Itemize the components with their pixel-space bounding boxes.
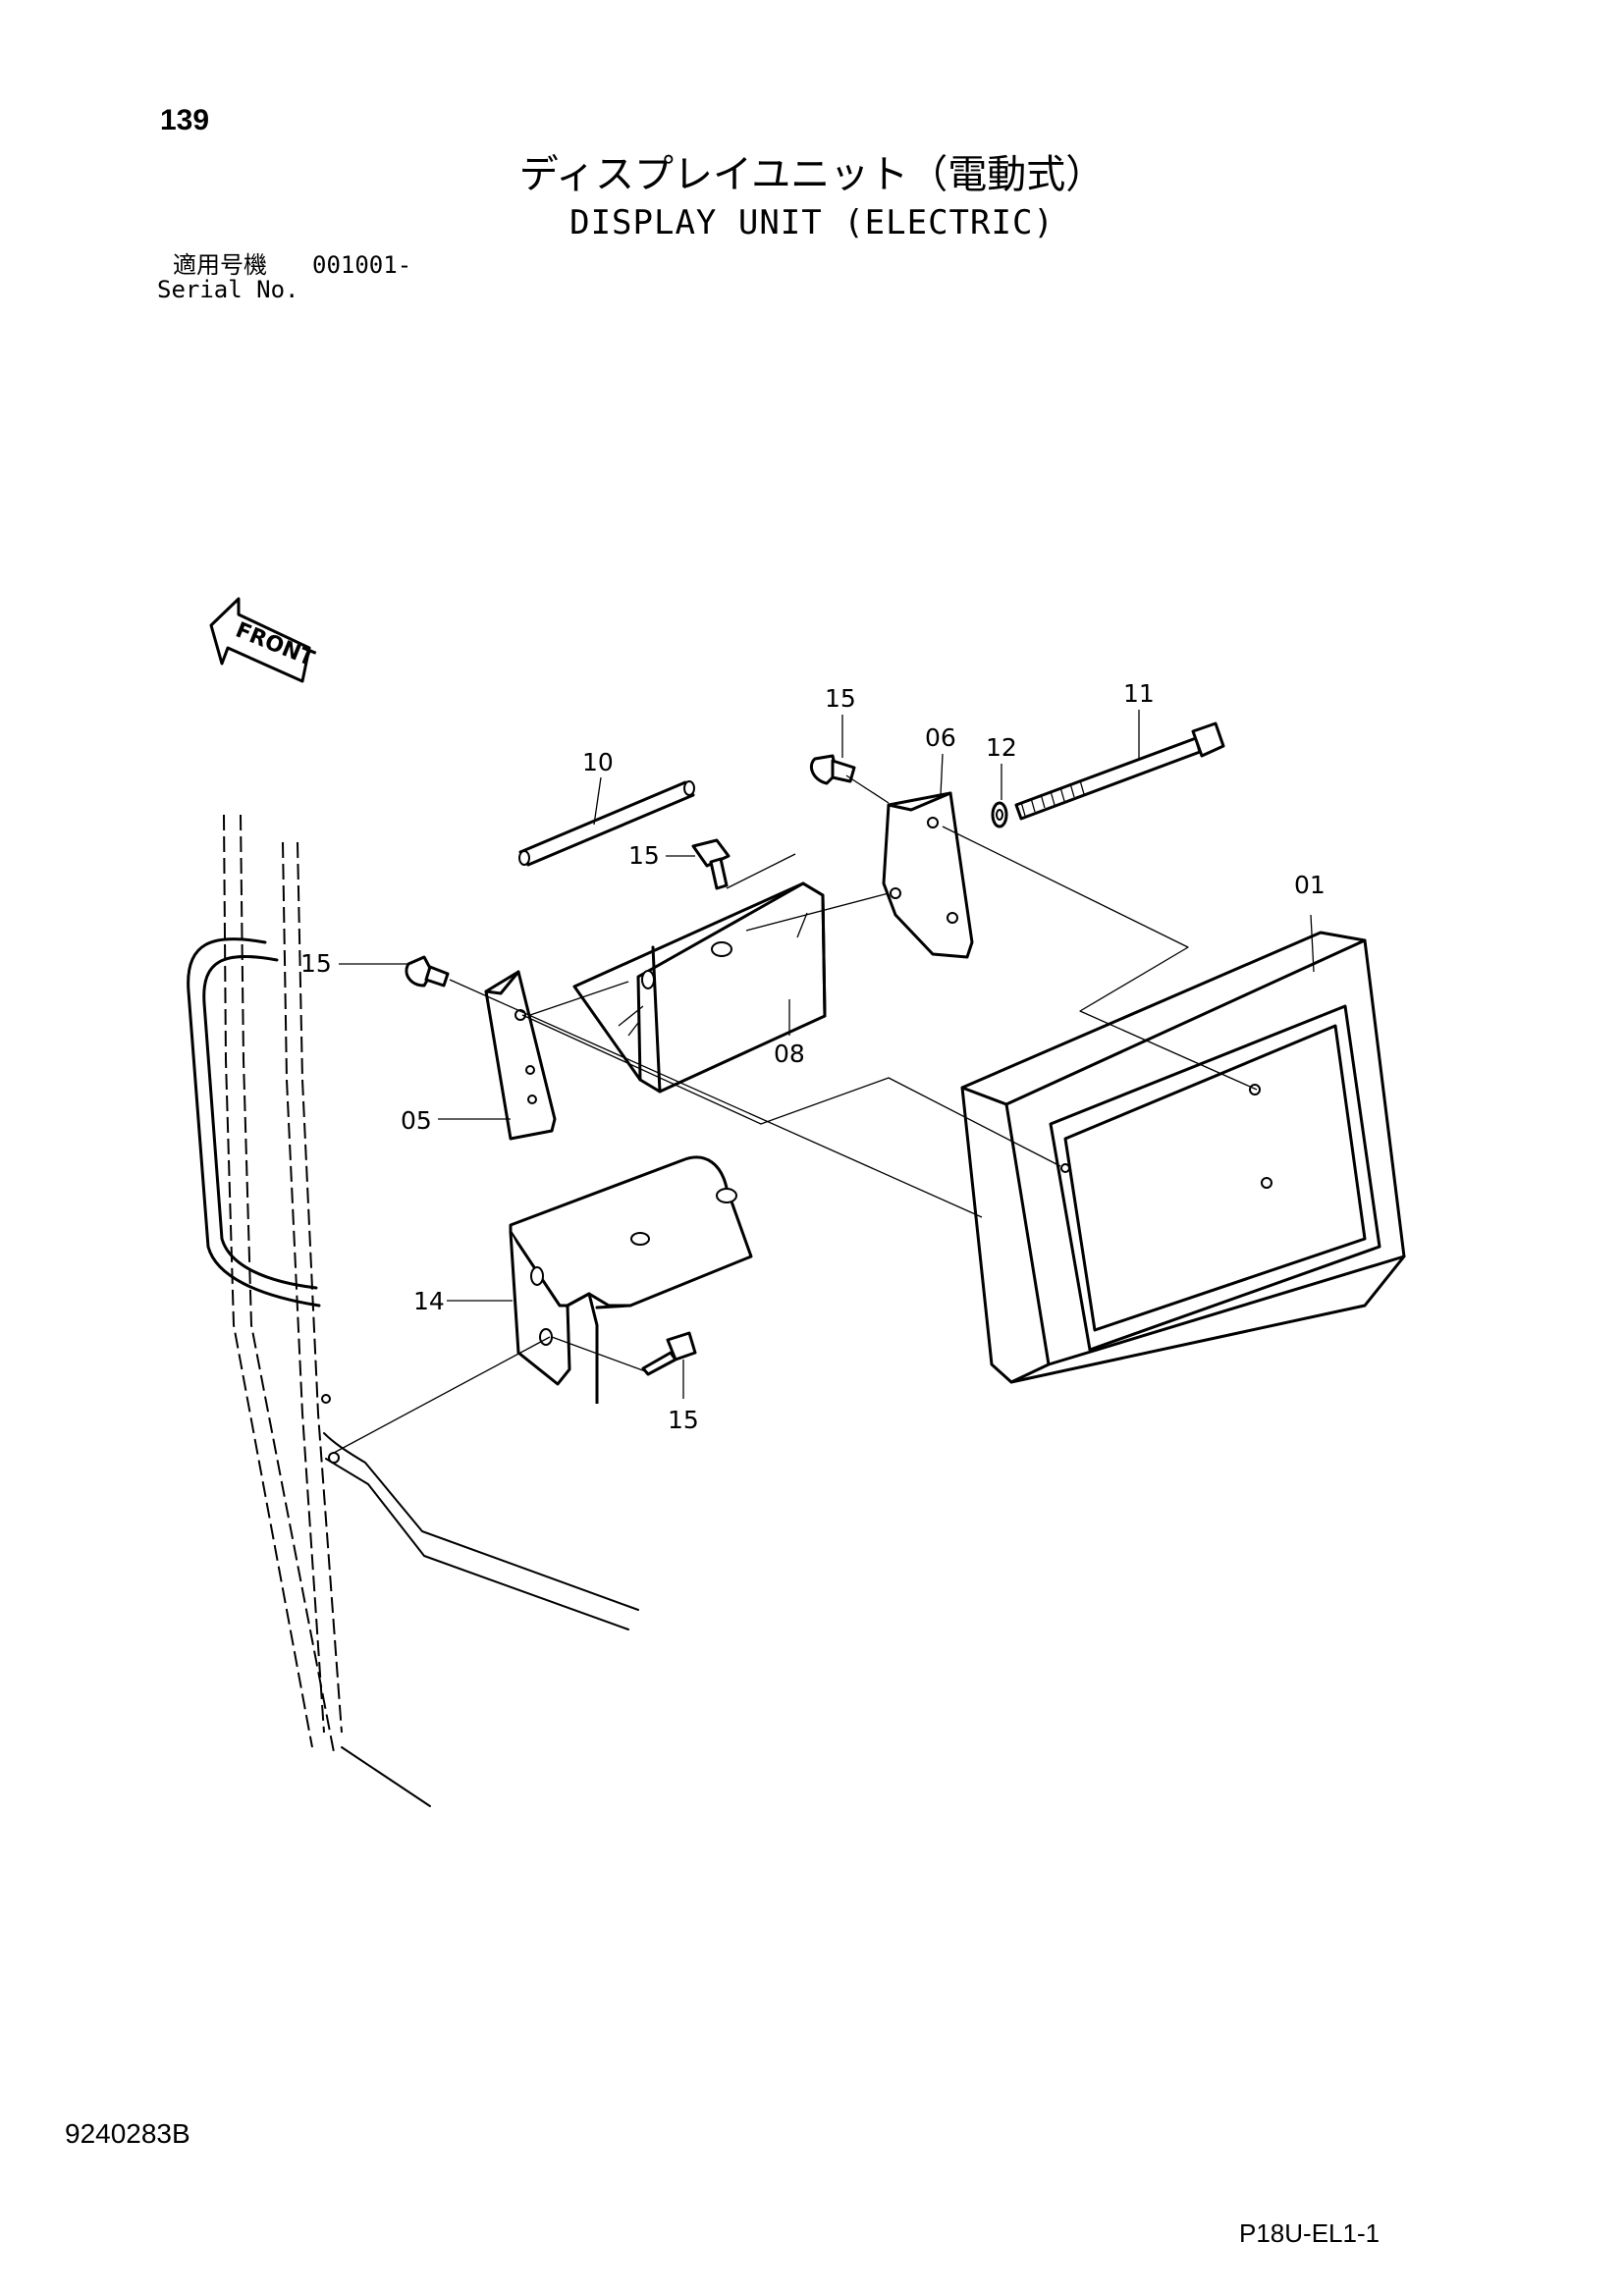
callout-10: 10	[582, 748, 614, 776]
part-15-bolt-middle	[691, 838, 731, 890]
part-08-bracket	[572, 881, 827, 1094]
callout-08: 08	[774, 1040, 805, 1068]
part-14-bracket	[509, 1155, 753, 1404]
callout-15-top: 15	[825, 684, 856, 713]
callout-15-bottom: 15	[668, 1406, 699, 1434]
part-10-rod	[518, 780, 695, 867]
serial-label-japanese: 適用号機	[173, 251, 267, 279]
front-arrow-icon: FRONT	[209, 597, 318, 683]
front-label: FRONT	[232, 618, 317, 672]
serial-label-english: Serial No.	[157, 276, 299, 303]
part-11-bolt	[1014, 721, 1225, 821]
document-code: 9240283B	[65, 2118, 190, 2149]
cab-frame	[187, 814, 639, 1807]
part-06-plate	[882, 791, 974, 959]
part-15-bolt-left	[405, 955, 450, 988]
callout-15-middle: 15	[628, 841, 660, 870]
callouts: 01 05 06 08 10 11 12 14 15 15 15 15	[300, 679, 1326, 1434]
page-code: P18U-EL1-1	[1239, 2218, 1380, 2248]
serial-range: 001001-	[312, 251, 412, 279]
part-01-display-unit	[960, 931, 1406, 1384]
callout-01: 01	[1294, 871, 1326, 899]
page-title-japanese: ディスプレイユニット（電動式）	[518, 152, 1106, 197]
assembly-lines	[333, 774, 1258, 1454]
callout-05: 05	[401, 1106, 432, 1135]
part-05-plate	[484, 970, 557, 1141]
callout-06: 06	[925, 723, 956, 752]
part-15-bolt-top	[810, 754, 856, 785]
callout-14: 14	[413, 1287, 445, 1315]
part-15-bolt-bottom	[641, 1331, 697, 1376]
part-12-washer	[991, 801, 1008, 828]
callout-11: 11	[1123, 679, 1155, 708]
page-number: 139	[160, 104, 210, 136]
callout-15-left: 15	[300, 949, 332, 978]
page-title-english: DISPLAY UNIT (ELECTRIC)	[569, 203, 1055, 242]
callout-12: 12	[986, 733, 1017, 762]
